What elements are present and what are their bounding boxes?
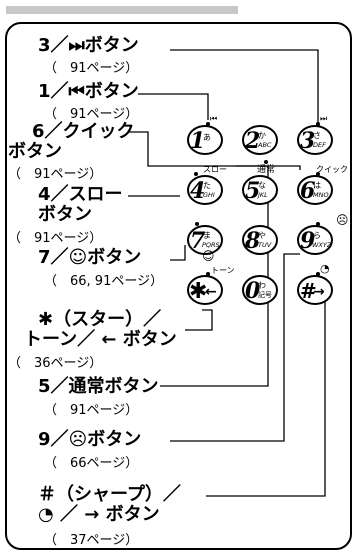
key-1: 1あ [187, 125, 223, 155]
svg-text:→: → [313, 284, 325, 300]
svg-text:ABC: ABC [257, 141, 272, 149]
leader-lines [128, 49, 326, 497]
label-1-prev-button: 1／⏮ボタン [38, 81, 139, 102]
svg-text:1: 1 [190, 128, 205, 154]
label-hash: ＃（シャープ）／ [38, 484, 181, 505]
svg-text:9: 9 [300, 228, 315, 254]
page-ref-7: （ 66, 91ページ） [44, 274, 164, 289]
leader-9 [170, 253, 300, 442]
svg-text:DEF: DEF [313, 141, 326, 149]
label-7-smile-button: 7／☺ボタン [38, 247, 142, 268]
svg-text:記号: 記号 [258, 290, 272, 299]
svg-text:MNO: MNO [313, 191, 329, 199]
sad-icon: ☹ [336, 213, 349, 227]
svg-text:TUV: TUV [258, 241, 272, 249]
next-icon: ⏭ [320, 114, 327, 123]
label-star-tone: ✱（スター）／ [38, 309, 162, 330]
key-hash: #→ [297, 275, 333, 305]
svg-text:✱: ✱ [189, 279, 207, 304]
svg-text:2: 2 [244, 128, 260, 154]
page-ref-hash: （ 37ページ） [44, 533, 139, 548]
svg-text:PQRS: PQRS [202, 241, 220, 249]
leader-6 [128, 131, 301, 170]
leader-3 [170, 49, 319, 122]
svg-text:な: な [258, 181, 266, 190]
key-dots [194, 122, 320, 276]
svg-text:0: 0 [245, 278, 261, 304]
leader-5 [160, 165, 269, 387]
svg-text:←: ← [205, 284, 217, 300]
tone-label: トーン [211, 266, 235, 275]
label-3-next-button: 3／⏭ボタン [38, 35, 139, 56]
key-annotations: ⏮ ⏭ スロー 通常 クイック ☺ ☹ トーン ◔ [202, 114, 349, 275]
svg-text:8: 8 [244, 228, 260, 254]
key-star: ✱← [187, 275, 223, 305]
svg-text:JKL: JKL [256, 191, 268, 199]
label-4-slow: 4／スロー [38, 184, 123, 205]
svg-text:か: か [258, 131, 266, 140]
page-ref-6: （ 91ページ） [8, 167, 103, 182]
label-6-quick: 6／クイック [32, 121, 135, 142]
svg-text:WXYZ: WXYZ [312, 241, 332, 249]
svg-text:は: は [313, 181, 321, 190]
quick-label: クイック [316, 165, 348, 174]
page-ref-9: （ 66ページ） [44, 456, 139, 471]
diagram-frame [5, 22, 352, 550]
page-ref-star: （ 36ページ） [8, 356, 103, 371]
title-underline [6, 6, 238, 14]
clock-icon: ◔ [320, 262, 330, 275]
label-6-quick-button: ボタン [8, 141, 62, 162]
page-ref-5: （ 91ページ） [44, 403, 139, 418]
svg-text:わ: わ [258, 281, 266, 290]
label-4-slow-button: ボタン [38, 204, 92, 225]
svg-text:あ: あ [203, 133, 211, 142]
svg-text:さ: さ [313, 131, 321, 140]
label-9-sad-button: 9／☹ボタン [38, 429, 142, 450]
svg-text:や: や [258, 231, 266, 240]
prev-icon: ⏮ [210, 114, 217, 123]
leader-7 [170, 245, 186, 261]
normal-label: 通常 [257, 163, 275, 175]
leader-1 [138, 93, 209, 120]
svg-text:#: # [300, 279, 317, 303]
svg-text:4: 4 [190, 178, 205, 204]
page-ref-1: （ 91ページ） [44, 107, 139, 122]
label-star-tone-button: トーン／ ← ボタン [24, 329, 177, 350]
svg-text:GHI: GHI [203, 191, 215, 199]
svg-text:7: 7 [190, 228, 206, 254]
svg-text:ま: ま [203, 231, 211, 240]
slow-label: スロー [203, 165, 227, 174]
leader-star [185, 309, 213, 331]
svg-text:6: 6 [300, 178, 315, 204]
label-hash-button: ◔ ／ → ボタン [38, 504, 160, 525]
page-ref-4: （ 91ページ） [8, 231, 103, 246]
svg-text:ら: ら [313, 231, 321, 240]
smile-icon: ☺ [202, 249, 215, 263]
svg-text:た: た [203, 181, 211, 190]
svg-text:3: 3 [300, 128, 315, 154]
page-ref-3: （ 91ページ） [44, 61, 139, 76]
svg-text:5: 5 [245, 178, 260, 204]
label-5-normal-button: 5／通常ボタン [38, 376, 159, 397]
leader-hash [206, 285, 326, 497]
